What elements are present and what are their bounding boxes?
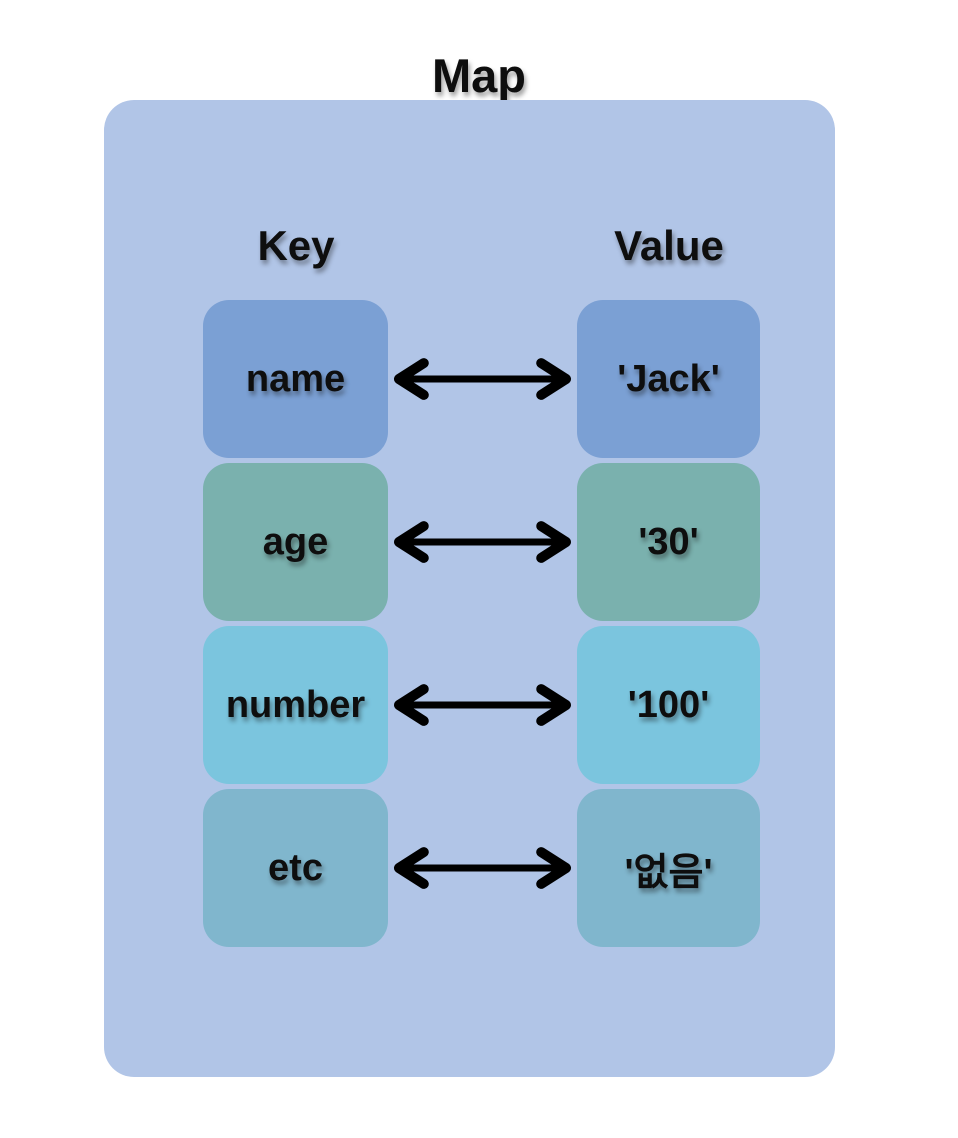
value-box: '100' — [577, 626, 760, 784]
double-arrow-icon — [393, 684, 572, 726]
double-arrow-icon — [393, 521, 572, 563]
map-container: Key Value name 'Jack' age '30' number — [104, 100, 835, 1077]
map-row: name 'Jack' — [104, 300, 835, 458]
key-box: name — [203, 300, 388, 458]
value-box: '30' — [577, 463, 760, 621]
value-box: '없음' — [577, 789, 760, 947]
key-column-header: Key — [257, 222, 335, 269]
value-column-header: Value — [614, 222, 724, 269]
key-box: etc — [203, 789, 388, 947]
diagram-title: Map — [432, 49, 526, 102]
map-row: number '100' — [104, 626, 835, 784]
double-arrow-icon — [393, 358, 572, 400]
double-arrow-icon — [393, 847, 572, 889]
map-row: etc '없음' — [104, 789, 835, 947]
value-box: 'Jack' — [577, 300, 760, 458]
map-row: age '30' — [104, 463, 835, 621]
key-box: number — [203, 626, 388, 784]
key-box: age — [203, 463, 388, 621]
